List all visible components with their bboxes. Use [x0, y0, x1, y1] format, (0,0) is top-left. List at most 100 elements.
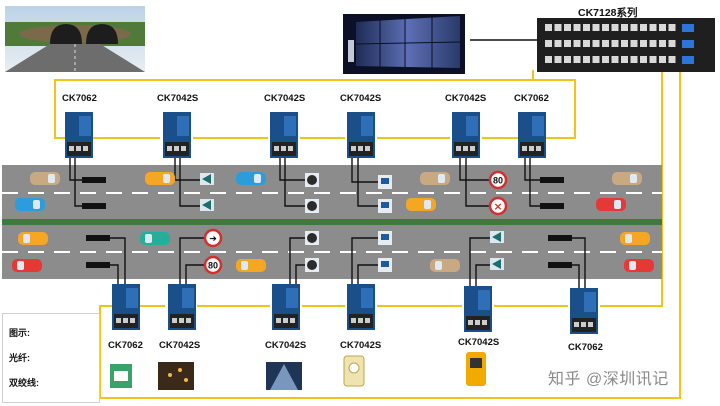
- car-5-window: [630, 174, 637, 183]
- car-4: [420, 172, 450, 185]
- switch-port: [76, 146, 81, 151]
- speed-sign-bottom: 80: [203, 255, 223, 275]
- top-device-label-1: CK7062: [62, 93, 97, 104]
- bottom-switch-5-panel: [478, 290, 490, 310]
- roadside-devices: [82, 173, 572, 272]
- switch-port: [288, 146, 293, 151]
- switch-port: [621, 40, 628, 47]
- bottom-switch-6: [570, 288, 598, 334]
- bottom-device-label-2: CK7042S: [159, 340, 201, 351]
- top-device-label-3: CK7042S: [264, 93, 306, 104]
- car-8: [596, 198, 626, 211]
- car-3: [236, 172, 266, 185]
- switch-port: [574, 322, 579, 327]
- switch-port: [351, 318, 356, 323]
- switch-port: [358, 318, 363, 323]
- bottom-speaker-2-horn: [492, 259, 501, 269]
- switch-port: [554, 24, 562, 31]
- switch-port: [564, 40, 571, 47]
- car-12: [12, 259, 42, 272]
- switch-port: [468, 320, 473, 325]
- emergency-phone-photo: [466, 352, 486, 386]
- turn-arrow-sign-text: ➜: [209, 235, 217, 245]
- fiber-top-ring: [54, 70, 534, 139]
- switch-port: [611, 40, 619, 47]
- switch-port: [583, 24, 590, 31]
- switch-port: [588, 322, 593, 327]
- top-switch-1: [65, 112, 93, 158]
- bottom-fan-2: [305, 258, 319, 272]
- switch-port: [130, 318, 135, 323]
- bottom-device-label-1: CK7062: [108, 340, 143, 351]
- car-13: [236, 259, 266, 272]
- switch-port: [470, 146, 475, 151]
- top-fan-1: [305, 173, 319, 187]
- switch-port: [482, 320, 487, 325]
- bottom-detector-1: [86, 235, 110, 241]
- car-5: [612, 172, 642, 185]
- top-switch-2-panel: [177, 116, 189, 136]
- car-2: [145, 172, 175, 185]
- top-switch-2: [163, 112, 191, 158]
- switch-port: [116, 318, 121, 323]
- bottom-camera-2: [378, 258, 392, 272]
- top-switch-3: [270, 112, 298, 158]
- switch-port: [274, 146, 279, 151]
- watermark-text: 知乎 @深圳讯记: [548, 371, 669, 388]
- switch-port: [276, 318, 281, 323]
- switch-port: [583, 40, 590, 47]
- top-speaker-2-horn: [202, 200, 211, 210]
- switch-port: [554, 56, 562, 63]
- switch-port: [123, 318, 128, 323]
- bottom-switch-2-panel: [182, 288, 194, 308]
- bottom-switch-1: [112, 284, 140, 330]
- switch-port: [69, 146, 74, 151]
- switch-port: [529, 146, 534, 151]
- switch-port: [174, 146, 179, 151]
- turn-arrow-sign: ➜: [203, 228, 223, 248]
- top-detector-4: [540, 203, 564, 209]
- switch-port: [172, 318, 177, 323]
- light-beam-photo: [266, 362, 302, 390]
- switch-port: [463, 146, 468, 151]
- switch-port: [592, 40, 600, 47]
- legend-twisted-label: 双绞线:: [9, 378, 39, 388]
- car-9-body: [18, 232, 48, 245]
- switch-port: [281, 146, 286, 151]
- car-10-window: [145, 234, 152, 243]
- fiber-right-down: [600, 72, 663, 307]
- car-14: [430, 259, 460, 272]
- car-7: [406, 198, 436, 211]
- edge-switches: [65, 112, 598, 334]
- switch-port: [581, 322, 586, 327]
- top-switch-5-panel: [466, 116, 478, 136]
- car-4-window: [438, 174, 445, 183]
- bottom-fan-1: [305, 231, 319, 245]
- switch-port: [592, 24, 600, 31]
- switch-port: [602, 24, 609, 31]
- car-1-window: [48, 174, 55, 183]
- switch-port: [365, 146, 370, 151]
- bottom-switch-3-panel: [286, 288, 298, 308]
- top-device-label-4: CK7042S: [340, 93, 382, 104]
- ck7128-switch-stack: [537, 18, 715, 72]
- vehicles: [12, 172, 654, 272]
- top-detector-2: [82, 203, 106, 209]
- lane-closed-sign-text: ×: [493, 200, 502, 213]
- car-15: [624, 259, 654, 272]
- twisted-pair-lines: [69, 158, 586, 290]
- top-fan-2: [305, 199, 319, 213]
- bottom-camera-2-lens: [381, 261, 389, 267]
- bottom-switch-3: [272, 284, 300, 330]
- bottom-device-label-6: CK7062: [568, 342, 603, 353]
- top-switch-5: [452, 112, 480, 158]
- top-camera-1: [378, 175, 392, 189]
- bottom-device-label-4: CK7042S: [340, 340, 382, 351]
- top-camera-2: [378, 199, 392, 213]
- top-switch-1-panel: [79, 116, 91, 136]
- switch-port: [659, 56, 666, 63]
- tunnel-lights-photo: [158, 362, 194, 390]
- switch-port: [536, 146, 541, 151]
- switch-port: [621, 56, 628, 63]
- car-15-body: [624, 259, 654, 272]
